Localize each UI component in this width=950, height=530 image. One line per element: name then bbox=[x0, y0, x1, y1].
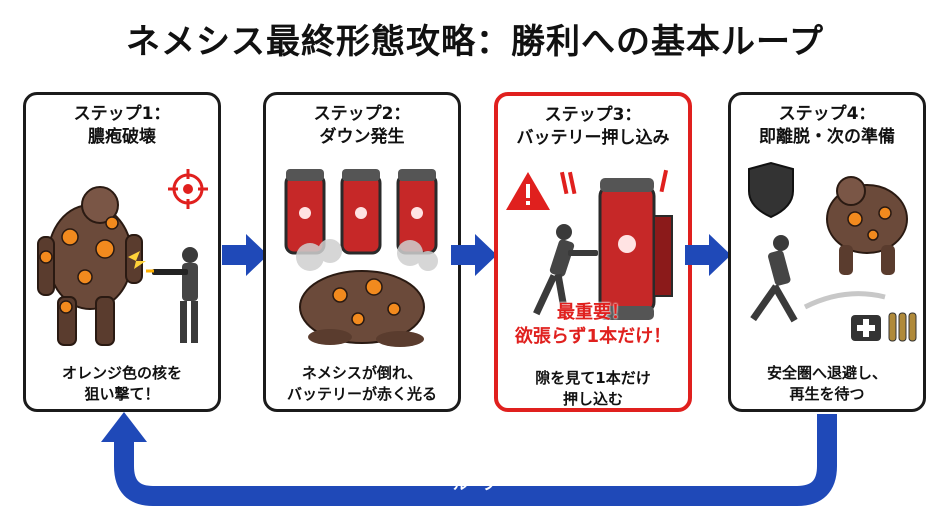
step-desc-line: 狙い撃て！ bbox=[84, 385, 160, 403]
step-title-name: 膿疱破壊 bbox=[88, 127, 156, 147]
step-title-number: ステップ2： bbox=[313, 104, 411, 124]
fallen-nemesis-icon bbox=[299, 270, 425, 347]
warning-line: 欲張らず1本だけ！ bbox=[514, 326, 672, 347]
step-desc-line: 再生を待つ bbox=[789, 385, 865, 403]
step-title: ステップ3： バッテリー押し込み bbox=[498, 104, 688, 150]
step-title-number: ステップ3： bbox=[544, 105, 642, 125]
step-description: オレンジ色の核を 狙い撃て！ bbox=[26, 363, 218, 405]
battery-insert-illustration bbox=[506, 169, 673, 320]
step-desc-line: 押し込む bbox=[562, 390, 623, 408]
warning-triangle-icon bbox=[506, 172, 550, 210]
step-desc-line: 隙を見て1本だけ bbox=[535, 369, 651, 387]
step-description: ネメシスが倒れ、 バッテリーが赤く光る bbox=[266, 363, 458, 405]
critical-warning: 最重要！ 欲張らず1本だけ！ bbox=[498, 301, 688, 349]
step-desc-line: ネメシスが倒れ、 bbox=[301, 364, 423, 382]
arrow-right-icon bbox=[222, 234, 268, 276]
smoke-cloud-icon bbox=[296, 239, 438, 271]
glowing-battery-icon bbox=[284, 169, 326, 255]
warning-line: 最重要！ bbox=[557, 302, 629, 323]
soldier-aiming-icon bbox=[146, 247, 198, 343]
medkit-icon bbox=[851, 315, 881, 341]
step-desc-line: バッテリーが赤く光る bbox=[286, 385, 437, 403]
nemesis-down-illustration bbox=[284, 169, 438, 347]
page-title: ネメシス最終形態攻略：勝利への基本ループ bbox=[126, 22, 824, 62]
glowing-battery-icon bbox=[340, 169, 382, 255]
step-card-4: ステップ4： 即離脱・次の準備 bbox=[728, 92, 926, 412]
nemesis-shooting-illustration bbox=[37, 169, 208, 346]
running-soldier-icon bbox=[750, 235, 798, 323]
soldier-pushing-icon bbox=[533, 224, 598, 317]
step-title-name: ダウン発生 bbox=[319, 127, 405, 147]
step-title: ステップ1： 膿疱破壊 bbox=[26, 103, 218, 149]
arrow-up-icon bbox=[101, 412, 147, 442]
step-desc-line: オレンジ色の核を bbox=[61, 364, 182, 382]
arrow-right-icon bbox=[685, 234, 731, 276]
dust-trail-icon bbox=[803, 291, 886, 310]
step-card-2: ステップ2： ダウン発生 bbox=[263, 92, 461, 412]
step-title-number: ステップ4： bbox=[778, 104, 876, 124]
nemesis-monster-icon bbox=[37, 186, 146, 346]
step-title-name: 即離脱・次の準備 bbox=[759, 127, 895, 147]
step-description: 隙を見て1本だけ 押し込む bbox=[498, 368, 688, 410]
step-title: ステップ4： 即離脱・次の準備 bbox=[731, 103, 923, 149]
glowing-battery-icon bbox=[396, 169, 438, 255]
shield-icon bbox=[748, 161, 794, 219]
arrow-right-icon bbox=[451, 234, 497, 276]
crosshair-target-icon bbox=[168, 169, 208, 209]
nemesis-regenerating-icon bbox=[826, 176, 908, 275]
loop-label: ループ bbox=[452, 475, 498, 493]
loop-back-arrow bbox=[101, 412, 837, 506]
step-title-number: ステップ1： bbox=[73, 104, 171, 124]
step-desc-line: 安全圏へ退避し、 bbox=[766, 364, 887, 382]
exclamation-icon bbox=[559, 169, 669, 195]
step-description: 安全圏へ退避し、 再生を待つ bbox=[731, 363, 923, 405]
ammo-icon bbox=[888, 312, 917, 342]
step-title-name: バッテリー押し込み bbox=[516, 128, 670, 148]
step-card-3: ステップ3： バッテリー押し込み 最重要！ 欲張 bbox=[494, 92, 692, 412]
step-title: ステップ2： ダウン発生 bbox=[266, 103, 458, 149]
step-card-1: ステップ1： 膿疱破壊 bbox=[23, 92, 221, 412]
large-battery-icon bbox=[598, 178, 673, 320]
retreat-illustration bbox=[748, 161, 917, 342]
